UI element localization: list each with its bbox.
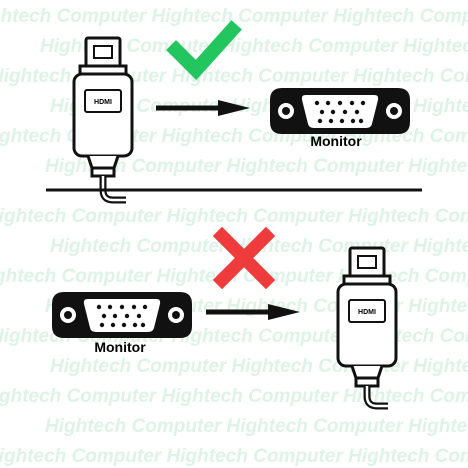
hdmi-label: HDMI xyxy=(358,309,376,316)
watermark-text: Hightech Computer Hightech Computer High… xyxy=(50,356,468,377)
cross-icon xyxy=(212,226,276,290)
watermark-text: Hightech Computer Hightech Computer High… xyxy=(45,416,468,437)
bottom-panel: Monitor HDMI xyxy=(51,226,398,410)
monitor-label: Monitor xyxy=(94,339,146,355)
watermark-text: Hightech Computer Hightech Computer High… xyxy=(0,66,468,87)
watermark-text: Hightech Computer Hightech Computer High… xyxy=(0,446,468,467)
monitor-label: Monitor xyxy=(310,133,362,149)
vga-port-icon xyxy=(269,87,411,135)
watermark-text: Hightech Computer Hightech Computer High… xyxy=(40,36,468,57)
watermark-text: Hightech Computer Hightech Computer High… xyxy=(0,386,468,407)
watermark-text: Hightech Computer Hightech Computer High… xyxy=(0,206,468,227)
hdmi-label: HDMI xyxy=(94,99,112,106)
vga-port-icon xyxy=(51,291,193,339)
checkmark-icon xyxy=(166,20,242,81)
hdmi-plug-icon: HDMI xyxy=(72,36,134,178)
hdmi-plug-icon: HDMI xyxy=(336,246,398,388)
watermark: Hightech Computer Hightech Computer High… xyxy=(0,6,468,467)
watermark-text: Hightech Computer Hightech Computer High… xyxy=(0,6,468,27)
watermark-text: Hightech Computer Hightech Computer High… xyxy=(45,156,468,177)
cable xyxy=(99,176,126,204)
